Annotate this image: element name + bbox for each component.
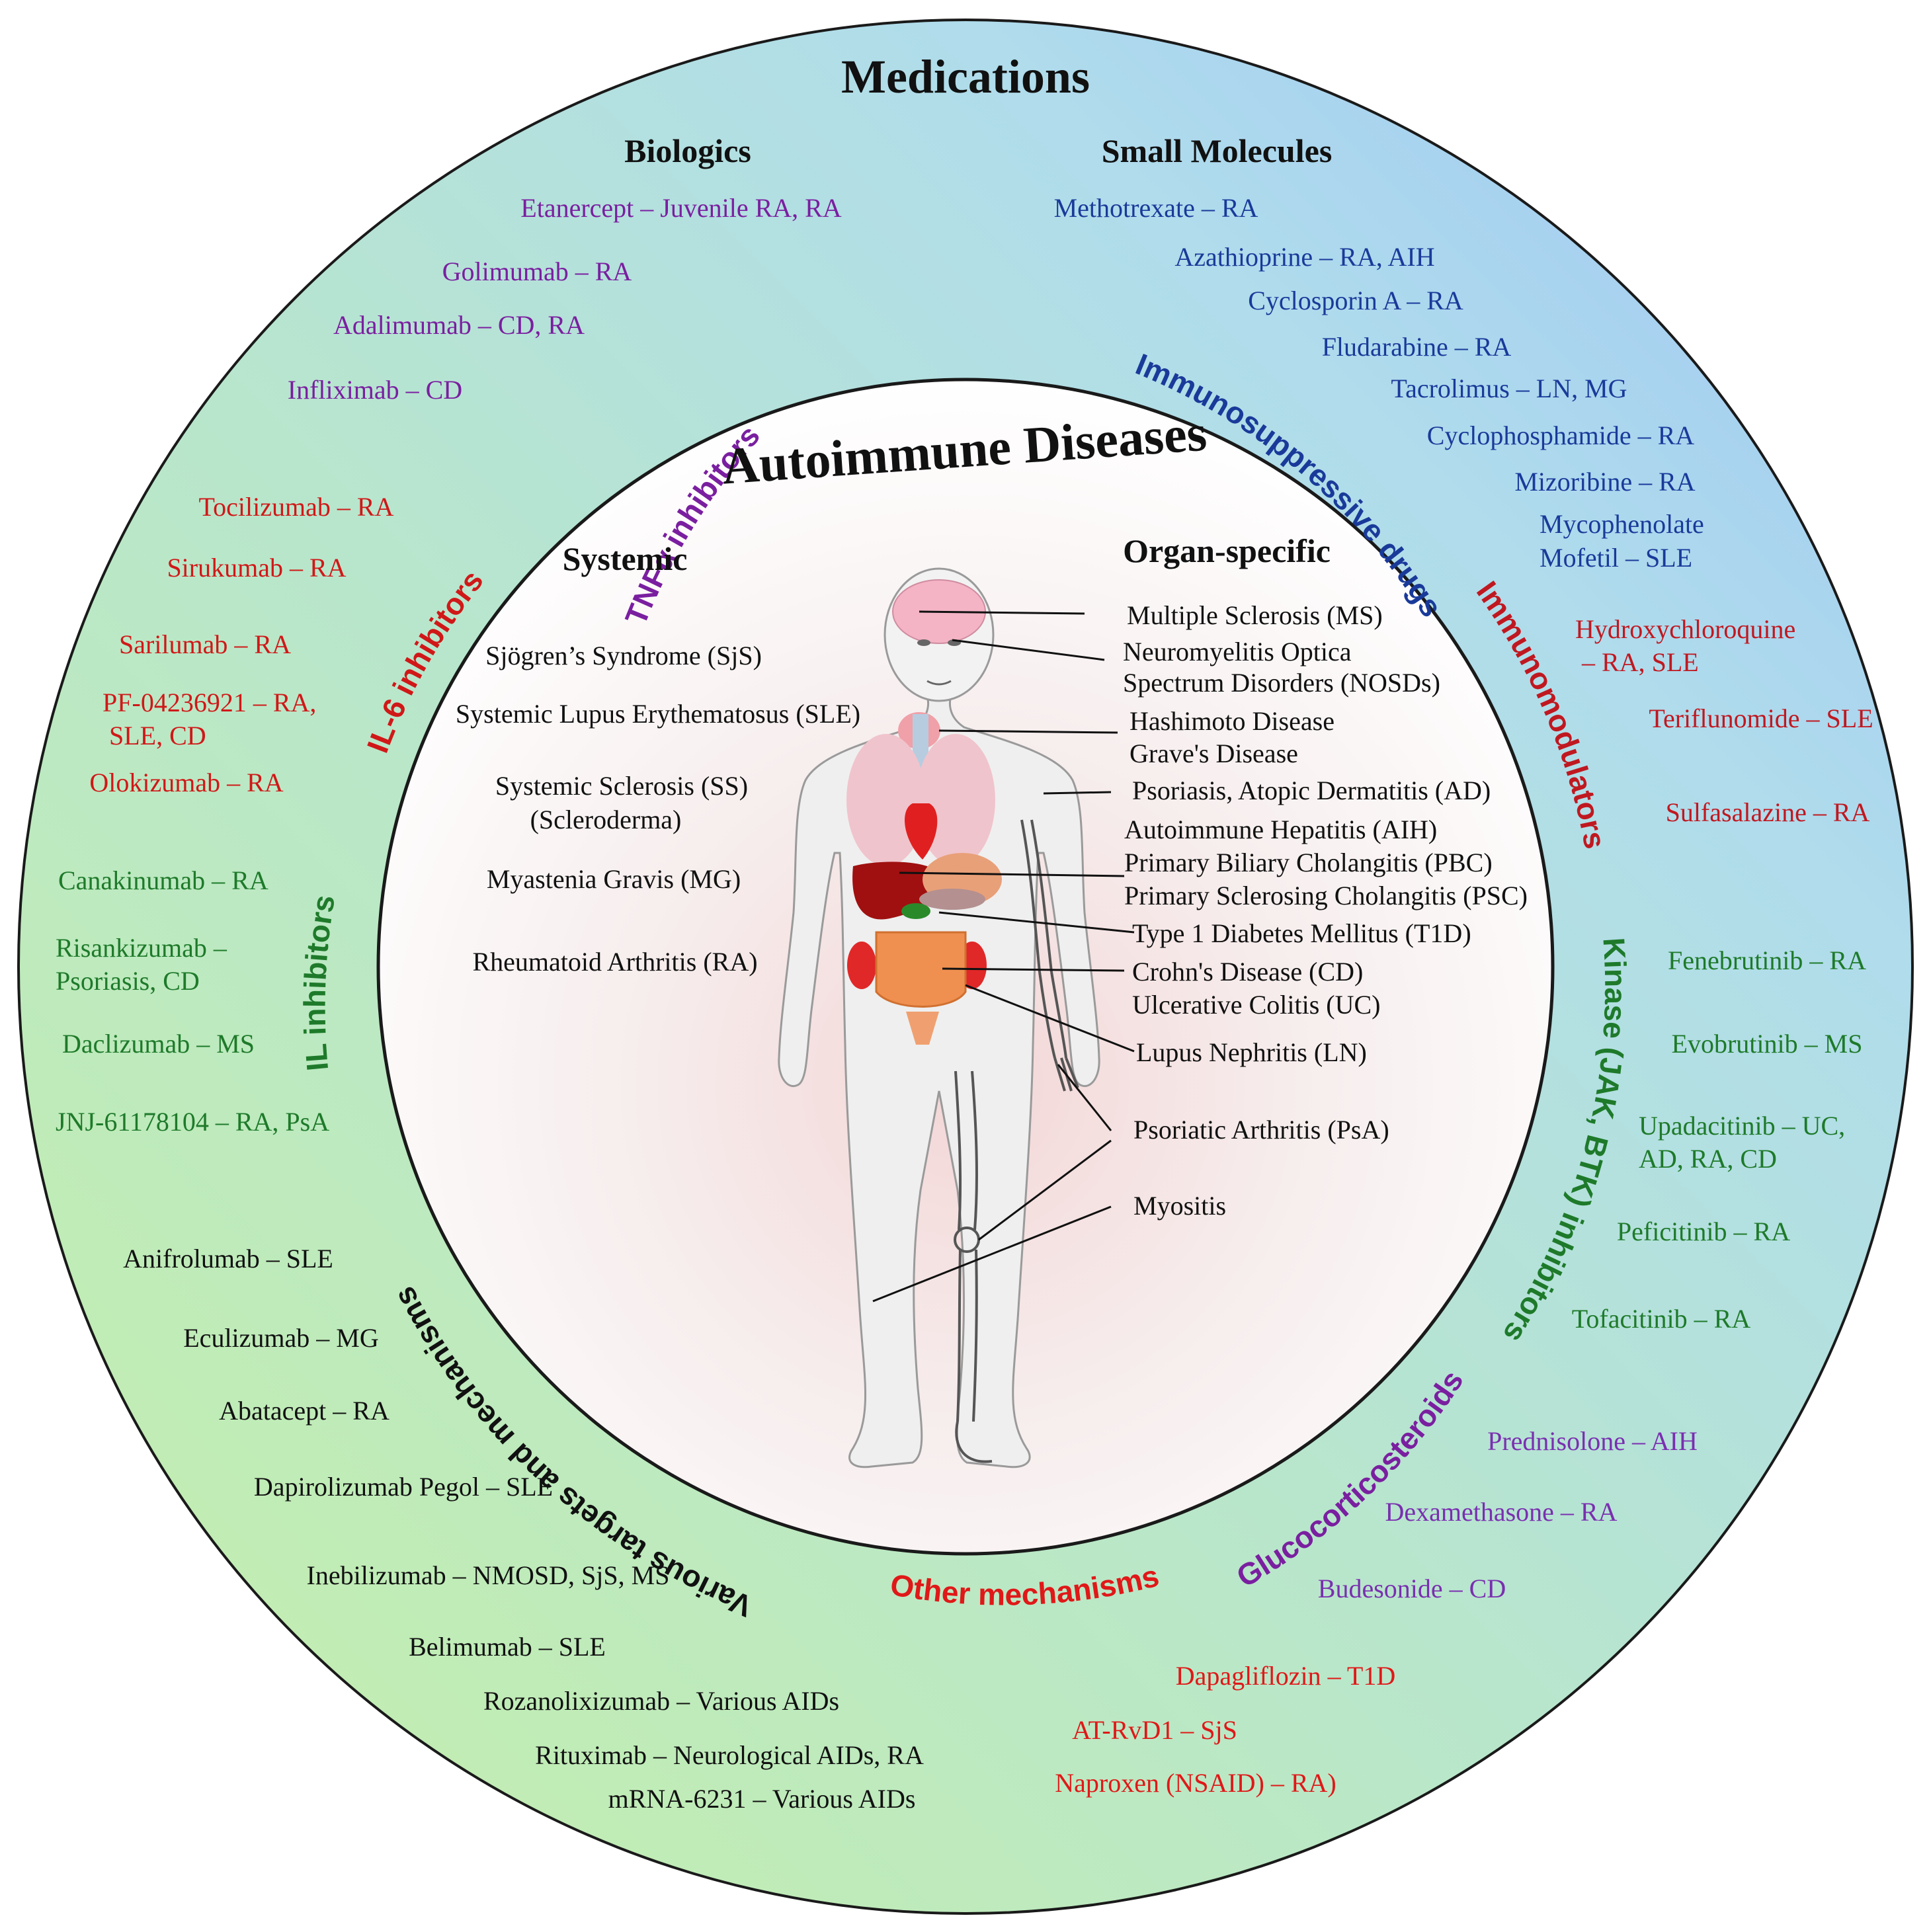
drug-item: Dexamethasone – RA <box>1385 1497 1617 1527</box>
disease-item: Grave's Disease <box>1130 739 1298 768</box>
drug-item: Sulfasalazine – RA <box>1666 797 1870 827</box>
drug-item: Etanercept – Juvenile RA, RA <box>520 193 842 223</box>
drug-item: Upadacitinib – UC, <box>1639 1111 1845 1141</box>
disease-item: Crohn's Disease (CD) <box>1132 957 1363 986</box>
drug-item: Dapirolizumab Pegol – SLE <box>254 1472 553 1502</box>
biologics-heading: Biologics <box>624 132 751 169</box>
disease-item: Myositis <box>1133 1191 1226 1221</box>
il6-drug-list: Tocilizumab – RA Sirukumab – RA Sariluma… <box>89 492 393 797</box>
drug-item: Tacrolimus – LN, MG <box>1391 374 1627 403</box>
drug-item: Rituximab – Neurological AIDs, RA <box>535 1740 924 1770</box>
drug-item: Sarilumab – RA <box>119 629 291 659</box>
drug-item: Mycophenolate <box>1540 509 1704 539</box>
small-molecules-heading: Small Molecules <box>1102 132 1333 169</box>
il-drug-list: Canakinumab – RA Risankizumab – Psoriasi… <box>56 865 329 1137</box>
drug-item: Mizoribine – RA <box>1514 467 1695 497</box>
disease-item: Psoriasis, Atopic Dermatitis (AD) <box>1132 776 1491 805</box>
drug-item: Evobrutinib – MS <box>1672 1029 1863 1059</box>
drug-item: Rozanolixizumab – Various AIDs <box>483 1686 839 1716</box>
drug-item: Naproxen (NSAID) – RA) <box>1055 1768 1336 1798</box>
eye-left <box>917 639 930 646</box>
drug-item: Daclizumab – MS <box>62 1029 255 1059</box>
heart <box>905 803 938 860</box>
disease-item: Primary Sclerosing Cholangitis (PSC) <box>1124 881 1528 910</box>
organ-specific-heading: Organ-specific <box>1123 532 1331 569</box>
drug-item: Infliximab – CD <box>288 375 462 405</box>
disease-item: Type 1 Diabetes Mellitus (T1D) <box>1132 918 1471 948</box>
disease-item: (Scleroderma) <box>530 805 682 834</box>
glucocorticosteroid-drug-list: Prednisolone – AIH Dexamethasone – RA Bu… <box>1318 1426 1698 1603</box>
drug-item: – RA, SLE <box>1581 647 1699 677</box>
lung-left <box>846 734 926 866</box>
drug-item: Prednisolone – AIH <box>1487 1426 1698 1456</box>
pancreas <box>919 889 985 910</box>
diagram-title: Medications <box>841 50 1090 103</box>
drug-item: Olokizumab – RA <box>89 768 283 797</box>
disease-item: Rheumatoid Arthritis (RA) <box>472 947 757 977</box>
human-body-illustration <box>778 567 1100 1469</box>
drug-item: Cyclosporin A – RA <box>1248 286 1463 315</box>
drug-item: Psoriasis, CD <box>56 966 200 996</box>
drug-item: Tofacitinib – RA <box>1572 1304 1751 1334</box>
drug-item: AT-RvD1 – SjS <box>1072 1715 1237 1745</box>
disease-item: Neuromyelitis Optica <box>1123 637 1352 666</box>
disease-item: Lupus Nephritis (LN) <box>1136 1037 1367 1067</box>
drug-item: Canakinumab – RA <box>58 865 268 895</box>
disease-item: Psoriatic Arthritis (PsA) <box>1133 1115 1389 1145</box>
disease-item: Autoimmune Hepatitis (AIH) <box>1124 815 1437 844</box>
disease-item: Systemic Sclerosis (SS) <box>495 771 748 801</box>
drug-item: Azathioprine – RA, AIH <box>1174 242 1434 272</box>
drug-item: Risankizumab – <box>56 933 227 963</box>
disease-item: Sjögren’s Syndrome (SjS) <box>485 641 762 670</box>
disease-item: Multiple Sclerosis (MS) <box>1127 600 1383 630</box>
drug-item: Hydroxychloroquine <box>1575 614 1795 644</box>
mouth <box>926 680 952 686</box>
systemic-heading: Systemic <box>563 540 688 577</box>
drug-item: PF-04236921 – RA, <box>103 688 316 717</box>
drug-item: Abatacept – RA <box>219 1396 390 1426</box>
disease-item: Systemic Lupus Erythematosus (SLE) <box>456 699 860 729</box>
drug-item: Belimumab – SLE <box>409 1632 606 1662</box>
drug-item: Methotrexate – RA <box>1054 193 1258 223</box>
drug-item: Mofetil – SLE <box>1540 543 1692 573</box>
drug-item: mRNA-6231 – Various AIDs <box>608 1784 916 1814</box>
drug-item: AD, RA, CD <box>1639 1144 1777 1174</box>
connector-lines <box>872 610 1135 1303</box>
immunosuppressive-drug-list: Methotrexate – RA Azathioprine – RA, AIH… <box>1054 193 1704 573</box>
disease-item: Hashimoto Disease <box>1130 706 1335 736</box>
systemic-disease-list: Sjögren’s Syndrome (SjS) Systemic Lupus … <box>456 641 860 977</box>
immunomodulator-drug-list: Hydroxychloroquine – RA, SLE Teriflunomi… <box>1575 614 1873 827</box>
drug-item: Fenebrutinib – RA <box>1668 946 1866 975</box>
kidney-left <box>847 942 876 989</box>
disease-item: Primary Biliary Cholangitis (PBC) <box>1124 848 1493 877</box>
disease-item: Myastenia Gravis (MG) <box>487 864 741 894</box>
organ-specific-disease-list: Multiple Sclerosis (MS) Neuromyelitis Op… <box>1123 600 1528 1221</box>
drug-item: Anifrolumab – SLE <box>123 1244 333 1273</box>
drug-item: Peficitinib – RA <box>1617 1217 1790 1246</box>
other-drug-list: Dapagliflozin – T1D AT-RvD1 – SjS Naprox… <box>1055 1661 1395 1798</box>
drug-item: Budesonide – CD <box>1318 1574 1506 1603</box>
drug-item: Eculizumab – MG <box>183 1323 379 1353</box>
disease-item: Ulcerative Colitis (UC) <box>1132 990 1380 1020</box>
drug-item: Fludarabine – RA <box>1322 332 1512 362</box>
various-drug-list: Anifrolumab – SLE Eculizumab – MG Abatac… <box>123 1244 924 1814</box>
drug-item: Teriflunomide – SLE <box>1649 704 1873 733</box>
tnf-drug-list: Etanercept – Juvenile RA, RA Golimumab –… <box>288 193 842 405</box>
drug-item: Tocilizumab – RA <box>199 492 394 522</box>
drug-item: JNJ-61178104 – RA, PsA <box>56 1107 329 1137</box>
intestines <box>875 931 967 1008</box>
drug-item: SLE, CD <box>109 721 206 750</box>
drug-item: Cyclophosphamide – RA <box>1427 421 1695 450</box>
drug-item: Golimumab – RA <box>442 257 632 286</box>
gallbladder <box>901 903 930 919</box>
disease-item: Spectrum Disorders (NOSDs) <box>1123 668 1440 698</box>
kinase-drug-list: Fenebrutinib – RA Evobrutinib – MS Upada… <box>1572 946 1866 1334</box>
drug-item: Dapagliflozin – T1D <box>1176 1661 1396 1691</box>
drug-item: Sirukumab – RA <box>167 553 346 583</box>
bladder <box>906 1012 939 1045</box>
drug-item: Adalimumab – CD, RA <box>333 310 585 340</box>
drug-item: Inebilizumab – NMOSD, SjS, MS <box>307 1560 670 1590</box>
skeleton <box>954 819 1079 1463</box>
